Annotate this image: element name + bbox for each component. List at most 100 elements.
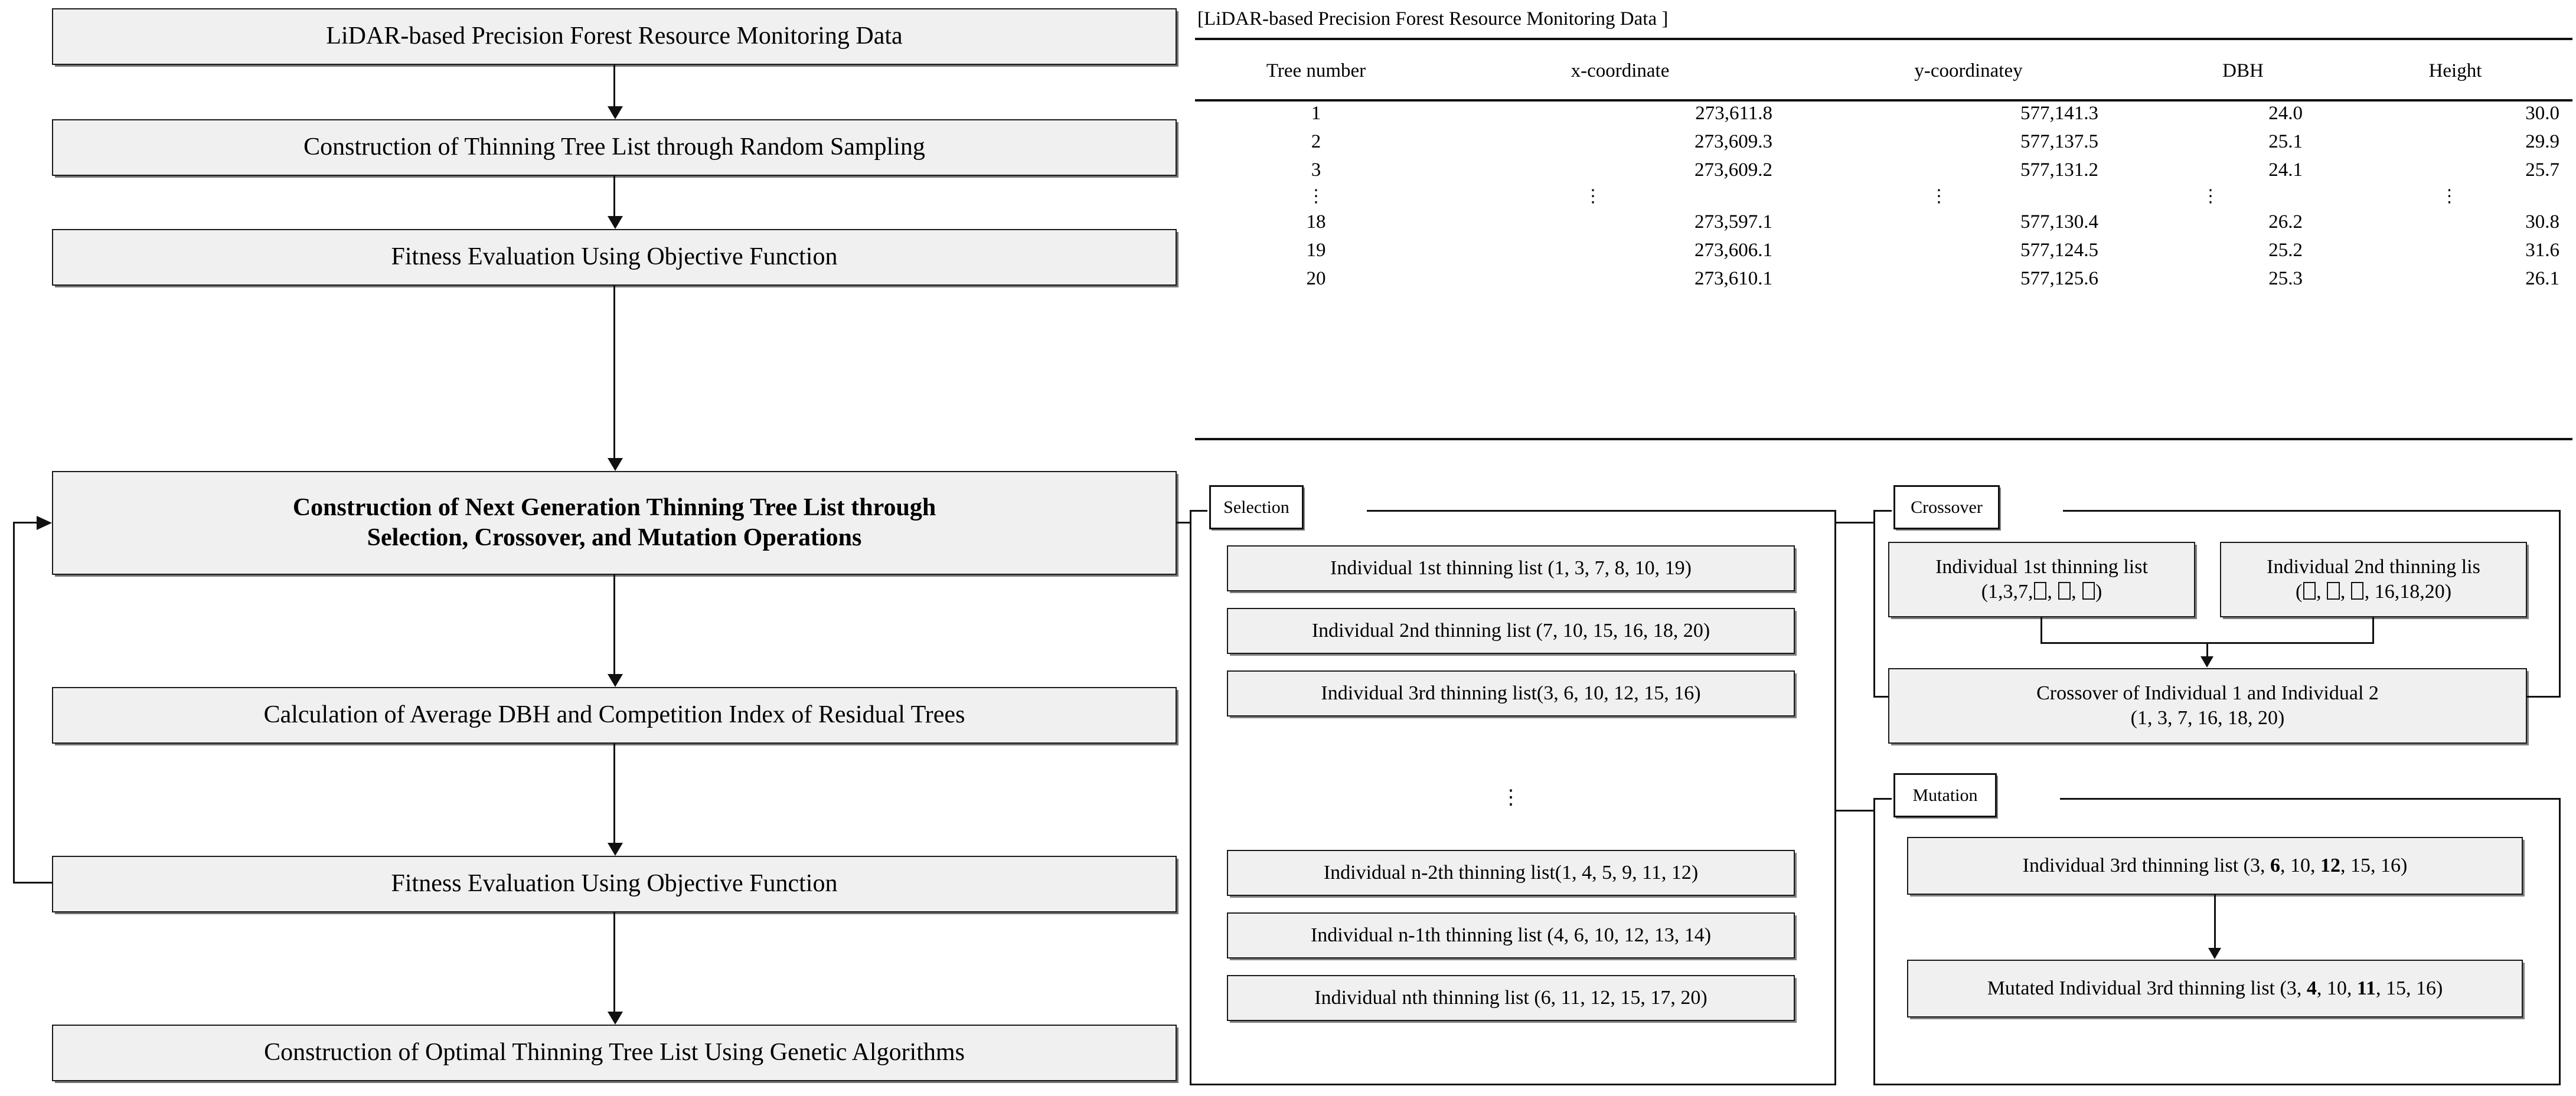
crossover-parent-1-stem xyxy=(2040,617,2042,643)
step-next-generation-label-line2: Selection, Crossover, and Mutation Opera… xyxy=(367,524,862,551)
cell-height: 26.1 xyxy=(2525,267,2559,289)
table-row: 19 273,606.1 577,124.5 25.2 31.6 xyxy=(1195,236,2572,264)
connector-6-arrowhead xyxy=(608,1012,623,1025)
step-fitness-2[interactable]: Fitness Evaluation Using Objective Funct… xyxy=(52,856,1177,912)
header-tree-number: Tree number xyxy=(1266,60,1366,81)
crossover-merge-stem xyxy=(2206,642,2208,659)
masked-gene-box xyxy=(2351,582,2364,600)
masked-gene-box xyxy=(2033,582,2046,600)
ellipsis-tree-number: ⋮ xyxy=(1307,186,1325,206)
masked-gene-box xyxy=(2058,582,2071,600)
step-next-generation[interactable]: Construction of Next Generation Thinning… xyxy=(52,471,1177,575)
step-fitness-2-label: Fitness Evaluation Using Objective Funct… xyxy=(391,870,838,898)
crossover-merge-arrowhead xyxy=(2200,656,2213,668)
mutation-before-box[interactable]: Individual 3rd thinning list (3, 6, 10, … xyxy=(1907,837,2523,895)
selection-ellipsis: ⋮ xyxy=(1501,787,1521,809)
cell-y-coordinate: 577,137.5 xyxy=(2020,130,2098,152)
crossover-parent-2-stem xyxy=(2372,617,2374,643)
cell-tree-number: 20 xyxy=(1306,267,1326,289)
step-avg-dbh-label: Calculation of Average DBH and Competiti… xyxy=(263,701,965,729)
selection-legend-label: Selection xyxy=(1223,497,1289,517)
crossover-legend: Crossover xyxy=(1893,485,2000,529)
connector-3-arrowhead xyxy=(608,458,623,471)
cell-x-coordinate: 273,606.1 xyxy=(1695,239,1772,261)
crossover-parent-2[interactable]: Individual 2nd thinning lis (, , , 16,18… xyxy=(2220,542,2527,617)
header-dbh: DBH xyxy=(2222,60,2264,81)
selection-item-5[interactable]: Individual n-1th thinning list (4, 6, 10… xyxy=(1227,912,1795,958)
cell-dbh: 25.3 xyxy=(2268,267,2303,289)
masked-gene-box xyxy=(2327,582,2340,600)
mutation-legend-label: Mutation xyxy=(1912,785,1978,805)
crossover-result[interactable]: Crossover of Individual 1 and Individual… xyxy=(1888,668,2527,744)
connector-3 xyxy=(613,286,615,460)
step-avg-dbh[interactable]: Calculation of Average DBH and Competiti… xyxy=(52,687,1177,744)
selection-item-3-label: Individual 3rd thinning list(3, 6, 10, 1… xyxy=(1321,682,1701,704)
cell-tree-number: 2 xyxy=(1311,130,1321,152)
masked-gene-box xyxy=(2082,582,2095,600)
connector-6 xyxy=(613,912,615,1014)
selection-item-1[interactable]: Individual 1st thinning list (1, 3, 7, 8… xyxy=(1227,545,1795,591)
table-header-row: Tree number x-coordinate y-coordinatey D… xyxy=(1195,42,2572,99)
crossover-parent-1[interactable]: Individual 1st thinning list (1,3,7,, , … xyxy=(1888,542,2195,617)
selection-item-2[interactable]: Individual 2nd thinning list (7, 10, 15,… xyxy=(1227,608,1795,654)
feedback-loop-arrowhead xyxy=(37,516,52,530)
cell-y-coordinate: 577,131.2 xyxy=(2020,159,2098,181)
cell-x-coordinate: 273,597.1 xyxy=(1695,211,1772,233)
table-rule-top xyxy=(1195,38,2572,40)
ellipsis-x-coordinate: ⋮ xyxy=(1584,186,1602,206)
crossover-result-line1: Crossover of Individual 1 and Individual… xyxy=(2036,682,2379,704)
table-row: 2 273,609.3 577,137.5 25.1 29.9 xyxy=(1195,127,2572,156)
cell-x-coordinate: 273,609.3 xyxy=(1695,130,1772,152)
table-row: 1 273,611.8 577,141.3 24.0 30.0 xyxy=(1195,99,2572,127)
mutation-panel-connector xyxy=(1836,810,1875,812)
selection-item-2-label: Individual 2nd thinning list (7, 10, 15,… xyxy=(1311,619,1710,642)
selection-item-6-label: Individual nth thinning list (6, 11, 12,… xyxy=(1314,986,1707,1009)
crossover-parent-2-line2: (, , , 16,18,20) xyxy=(2295,581,2452,603)
connector-5-arrowhead xyxy=(608,843,623,856)
crossover-result-line2: (1, 3, 7, 16, 18, 20) xyxy=(2130,707,2285,729)
mutation-after-label: Mutated Individual 3rd thinning list (3,… xyxy=(1987,977,2443,999)
step-random-sampling[interactable]: Construction of Thinning Tree List throu… xyxy=(52,119,1177,176)
step-lidar-data[interactable]: LiDAR-based Precision Forest Resource Mo… xyxy=(52,8,1177,65)
cell-y-coordinate: 577,130.4 xyxy=(2020,211,2098,233)
mutation-group-panel xyxy=(1873,798,2561,1085)
cell-height: 30.0 xyxy=(2525,102,2559,124)
cell-x-coordinate: 273,610.1 xyxy=(1695,267,1772,289)
step-optimal-list-label: Construction of Optimal Thinning Tree Li… xyxy=(264,1039,965,1066)
table-row: 18 273,597.1 577,130.4 26.2 30.8 xyxy=(1195,208,2572,236)
step-optimal-list[interactable]: Construction of Optimal Thinning Tree Li… xyxy=(52,1025,1177,1081)
step-random-sampling-label: Construction of Thinning Tree List throu… xyxy=(303,133,925,161)
step-fitness-1-label: Fitness Evaluation Using Objective Funct… xyxy=(391,243,838,271)
table-row: 20 273,610.1 577,125.6 25.3 26.1 xyxy=(1195,264,2572,293)
ellipsis-dbh: ⋮ xyxy=(2202,186,2219,206)
cell-tree-number: 1 xyxy=(1311,102,1321,124)
cell-dbh: 25.2 xyxy=(2268,239,2303,261)
masked-gene-box xyxy=(2303,582,2316,600)
mutation-connector-arrowhead xyxy=(2208,948,2221,959)
table-row: 3 273,609.2 577,131.2 24.1 25.7 xyxy=(1195,156,2572,184)
header-x-coordinate: x-coordinate xyxy=(1571,60,1670,81)
step-fitness-1[interactable]: Fitness Evaluation Using Objective Funct… xyxy=(52,229,1177,286)
crossover-panel-connector xyxy=(1836,522,1875,524)
mutation-after-box[interactable]: Mutated Individual 3rd thinning list (3,… xyxy=(1907,960,2523,1018)
process-flowchart: LiDAR-based Precision Forest Resource Mo… xyxy=(0,0,1187,1096)
mutation-connector xyxy=(2214,895,2216,950)
cell-tree-number: 19 xyxy=(1306,239,1326,261)
ellipsis-y-coordinate: ⋮ xyxy=(1930,186,1948,206)
crossover-legend-label: Crossover xyxy=(1911,497,1983,517)
cell-tree-number: 3 xyxy=(1311,159,1321,181)
step-next-generation-label-line1: Construction of Next Generation Thinning… xyxy=(292,493,936,521)
mutation-legend: Mutation xyxy=(1893,773,1997,817)
connector-2-arrowhead xyxy=(608,216,623,229)
connector-4 xyxy=(613,575,615,676)
ellipsis-height: ⋮ xyxy=(2440,186,2459,206)
selection-item-3[interactable]: Individual 3rd thinning list(3, 6, 10, 1… xyxy=(1227,670,1795,717)
selection-item-4[interactable]: Individual n-2th thinning list(1, 4, 5, … xyxy=(1227,850,1795,896)
cell-y-coordinate: 577,141.3 xyxy=(2020,102,2098,124)
connector-1-arrowhead xyxy=(608,106,623,119)
cell-height: 29.9 xyxy=(2525,130,2559,152)
selection-item-6[interactable]: Individual nth thinning list (6, 11, 12,… xyxy=(1227,975,1795,1021)
connector-2 xyxy=(613,176,615,218)
connector-5 xyxy=(613,744,615,845)
cell-height: 25.7 xyxy=(2525,159,2559,181)
